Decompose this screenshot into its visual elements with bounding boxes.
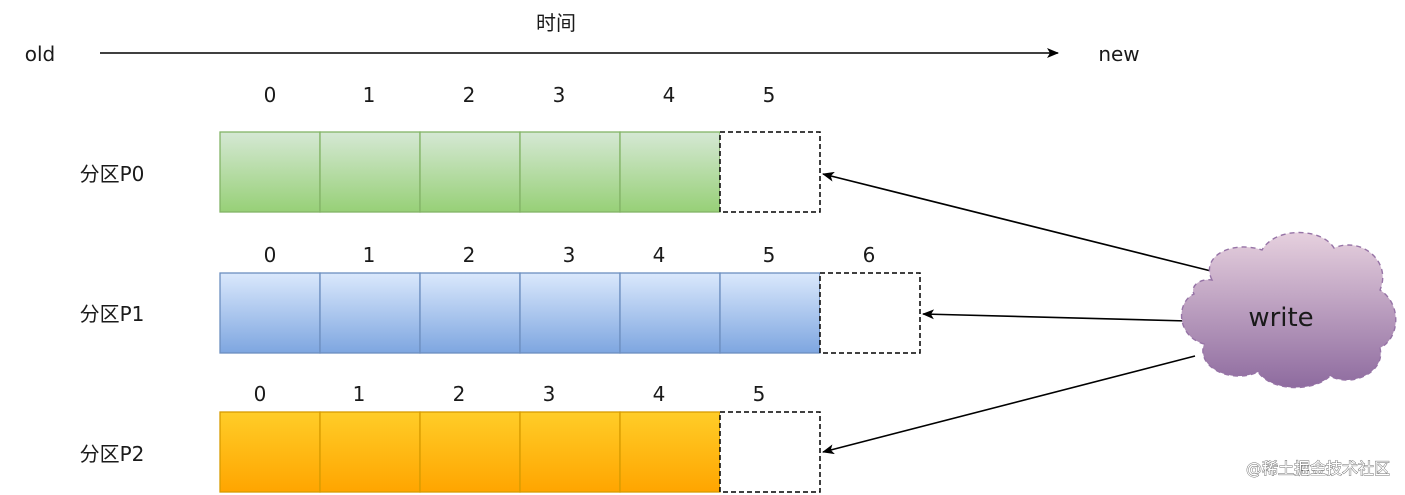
partition-p2-segment-3 (519, 411, 621, 493)
partition-p2: 分区P2 0 1 2 3 4 5 (80, 382, 821, 493)
partition-p2-offset-5: 5 (753, 382, 766, 406)
write-arrow-p0 (822, 171, 1216, 273)
partition-p0-offset-1: 1 (363, 83, 376, 107)
partition-p1-next-slot (819, 272, 921, 354)
partition-p0-segment-1 (319, 131, 421, 213)
partition-p0-offset-4: 4 (663, 83, 676, 107)
partition-p2-segment-0 (219, 411, 321, 493)
partition-p0-next-slot (719, 131, 821, 213)
partition-p0-offset-2: 2 (463, 83, 476, 107)
partition-p1-segment-2 (419, 272, 521, 354)
partition-p0-segment-3 (519, 131, 621, 213)
partition-p1-offset-3: 3 (563, 243, 576, 267)
partition-p0-offset-5: 5 (763, 83, 776, 107)
partition-p0-segment-2 (419, 131, 521, 213)
timeline-old-label: old (25, 42, 56, 66)
partition-p1-offset-2: 2 (463, 243, 476, 267)
partition-p1-segment-3 (519, 272, 621, 354)
partition-p1-label: 分区P1 (80, 302, 145, 326)
timeline-title: 时间 (536, 11, 576, 35)
partition-p2-offset-3: 3 (543, 382, 556, 406)
partition-p0-offset-3: 3 (553, 83, 566, 107)
partition-p1-offset-4: 4 (653, 243, 666, 267)
partition-p2-segment-2 (419, 411, 521, 493)
write-arrow-p1 (922, 309, 1189, 322)
partition-p0-label: 分区P0 (80, 162, 145, 186)
partition-p1-offset-5: 5 (763, 243, 776, 267)
partition-p1-segment-1 (319, 272, 421, 354)
write-arrow-p2 (822, 355, 1196, 455)
partition-p1-segment-5 (719, 272, 821, 354)
partition-p2-segment-4 (619, 411, 721, 493)
watermark: @稀土掘金技术社区 (1246, 459, 1390, 478)
partition-p1-offset-0: 0 (264, 243, 277, 267)
partition-p1-segment-0 (219, 272, 321, 354)
partition-p1-offset-1: 1 (363, 243, 376, 267)
write-cloud: write (1180, 231, 1397, 389)
timeline-new-label: new (1098, 42, 1139, 66)
partition-p2-next-slot (719, 411, 821, 493)
partition-p0-segment-4 (619, 131, 721, 213)
partition-p1: 分区P1 0 1 2 3 4 5 6 (80, 243, 921, 354)
write-label: write (1248, 303, 1313, 333)
partition-p2-label: 分区P2 (80, 442, 145, 466)
partition-p0-segment-0 (219, 131, 321, 213)
cloud-shape (1180, 231, 1397, 389)
partition-p1-offset-6: 6 (863, 243, 876, 267)
partition-p1-segment-4 (619, 272, 721, 354)
partition-p0: 分区P0 0 1 2 3 4 5 (80, 83, 821, 213)
partition-p2-offset-4: 4 (653, 382, 666, 406)
partition-p2-segment-1 (319, 411, 421, 493)
partition-p2-offset-1: 1 (353, 382, 366, 406)
partition-p0-offset-0: 0 (264, 83, 277, 107)
partition-p2-offset-2: 2 (453, 382, 466, 406)
partition-p2-offset-0: 0 (254, 382, 267, 406)
